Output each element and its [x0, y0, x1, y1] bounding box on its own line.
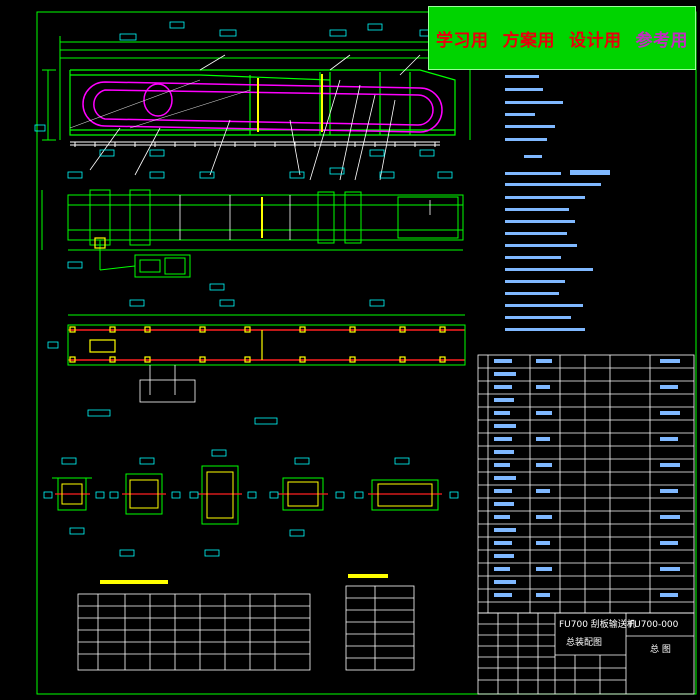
conveyor-plan-view [41, 167, 464, 291]
conveyor-elevation-view [34, 21, 471, 181]
title-sheet-label: 总 图 [650, 643, 671, 655]
title-block-grid [477, 612, 695, 695]
parameter-table-heading [348, 574, 388, 578]
title-name-line: 总装配图 [566, 636, 602, 648]
banner-label-reference: 参考用 [635, 30, 688, 51]
watermark-banner: 学习用 方案用 设计用 参考用 [428, 6, 696, 70]
specification-table-heading [100, 580, 168, 584]
parameter-table [345, 585, 415, 671]
banner-label-scheme: 方案用 [502, 30, 555, 51]
parts-list-entries [494, 359, 680, 597]
cross-section-views [43, 449, 459, 557]
banner-label-design: 设计用 [569, 30, 622, 51]
drawing-frame [36, 11, 697, 695]
parts-list-table [477, 354, 695, 614]
title-model-line: FU700 刮板输送机 [559, 618, 636, 630]
banner-label-study: 学习用 [436, 30, 489, 51]
title-drawing-number: FU700-000 [629, 620, 679, 630]
title-block-text: FU700 刮板输送机 总装配图 FU700-000 总 图 [559, 618, 679, 655]
specification-table [77, 593, 311, 671]
support-frame-view [47, 299, 466, 425]
technical-requirements-notes [505, 75, 610, 331]
